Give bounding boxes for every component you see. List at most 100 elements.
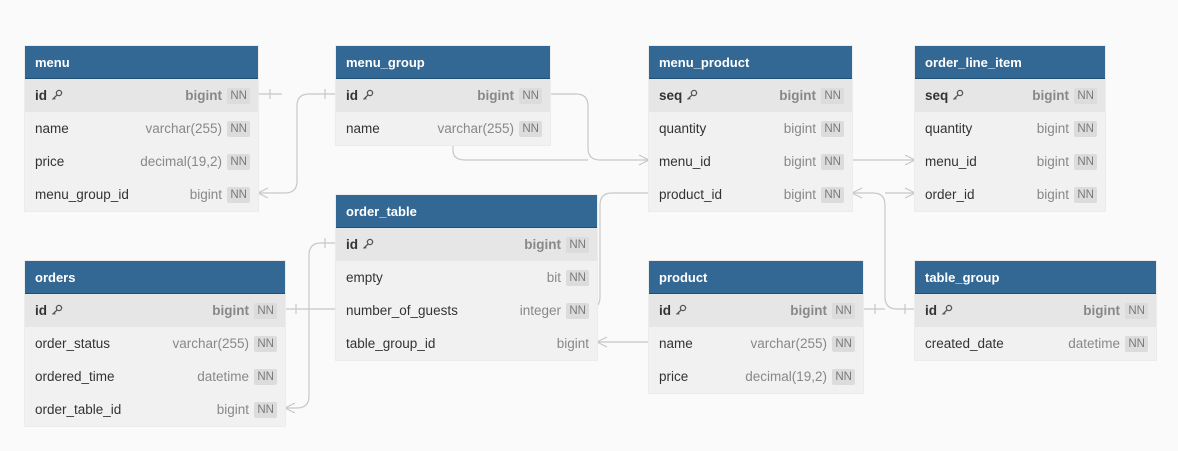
field-type: decimal(19,2) — [745, 369, 827, 384]
field-name: id — [346, 237, 358, 252]
field-name: order_status — [35, 336, 111, 351]
field-type: varchar(255) — [145, 121, 222, 136]
relation-many-marker — [904, 154, 916, 166]
field-type: varchar(255) — [172, 336, 249, 351]
field-type: bigint — [1036, 154, 1069, 169]
field-name: quantity — [925, 121, 973, 136]
relation-many-marker — [284, 402, 296, 414]
primary-key-icon — [953, 89, 964, 100]
table-header[interactable]: order_table — [336, 195, 597, 228]
not-null-badge: NN — [821, 154, 844, 170]
not-null-badge: NN — [1074, 88, 1097, 104]
relation-menu-menu-group — [258, 93, 336, 194]
not-null-badge: NN — [254, 303, 277, 319]
not-null-badge: NN — [254, 369, 277, 385]
field-name: menu_group_id — [35, 187, 129, 202]
field-type: bigint — [783, 187, 816, 202]
table-header[interactable]: menu_group — [336, 46, 550, 79]
field-row-id[interactable]: id bigint NN — [336, 228, 597, 261]
field-row-product-id[interactable]: product_id bigint NN — [649, 178, 852, 211]
not-null-badge: NN — [566, 237, 589, 253]
not-null-badge: NN — [832, 303, 855, 319]
not-null-badge: NN — [566, 303, 589, 319]
not-null-badge: NN — [1074, 154, 1097, 170]
relation-menu-group-name-curve — [452, 143, 588, 161]
table-header[interactable]: product — [649, 261, 863, 294]
field-type: bigint — [783, 154, 816, 169]
field-name: quantity — [659, 121, 707, 136]
relation-many-marker — [596, 336, 608, 348]
not-null-badge: NN — [821, 187, 844, 203]
field-row-menu-id[interactable]: menu_id bigint NN — [649, 145, 852, 178]
field-type: bigint — [477, 88, 514, 103]
not-null-badge: NN — [519, 88, 542, 104]
field-type: bigint — [524, 237, 561, 252]
relation-orders-order-table — [285, 242, 336, 409]
field-row-menu-id[interactable]: menu_id bigint NN — [915, 145, 1105, 178]
not-null-badge: NN — [821, 121, 844, 137]
field-name: menu_id — [659, 154, 711, 169]
field-name: empty — [346, 270, 383, 285]
field-type: bigint — [1032, 88, 1069, 103]
relation-many-marker — [851, 187, 863, 199]
not-null-badge: NN — [519, 121, 542, 137]
field-name: product_id — [659, 187, 723, 202]
table-header[interactable]: order_line_item — [915, 46, 1105, 79]
relation-menu-group-menu-product — [550, 93, 649, 161]
primary-key-icon — [52, 89, 63, 100]
field-type: bigint — [779, 88, 816, 103]
table-header[interactable]: menu — [25, 46, 258, 79]
field-type: bigint — [1036, 121, 1069, 136]
table-header[interactable]: orders — [25, 261, 285, 294]
field-name: menu_id — [925, 154, 977, 169]
table-header[interactable]: menu_product — [649, 46, 852, 79]
field-type: bit — [546, 270, 561, 285]
relation-many-marker — [638, 154, 650, 166]
table-header[interactable]: table_group — [915, 261, 1156, 294]
not-null-badge: NN — [1074, 187, 1097, 203]
primary-key-icon — [676, 304, 687, 315]
field-name: seq — [659, 88, 683, 103]
field-name: price — [659, 369, 689, 384]
field-type: datetime — [1068, 336, 1120, 351]
field-type: bigint — [212, 303, 249, 318]
not-null-badge: NN — [1125, 303, 1148, 319]
field-type: bigint — [189, 187, 222, 202]
field-name: created_date — [925, 336, 1004, 351]
field-type: bigint — [185, 88, 222, 103]
not-null-badge: NN — [227, 154, 250, 170]
primary-key-icon — [942, 304, 953, 315]
